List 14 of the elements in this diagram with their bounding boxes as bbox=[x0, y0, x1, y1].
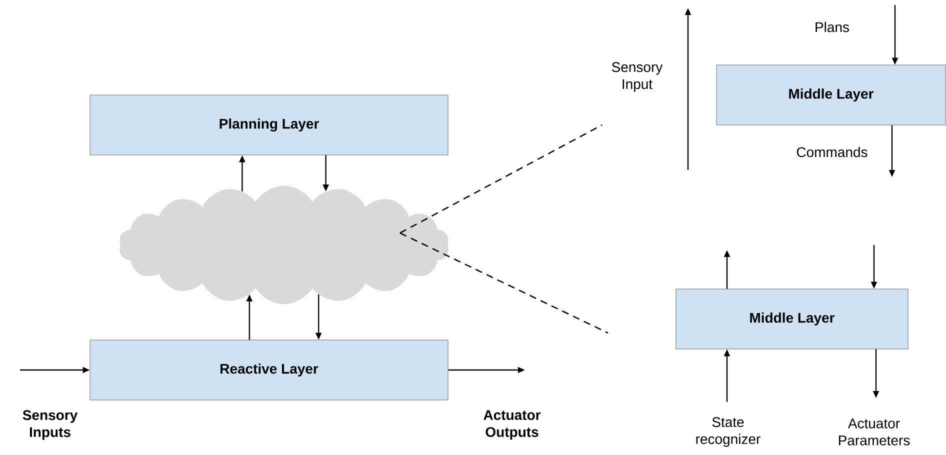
layer-box: Planning Layer bbox=[90, 94, 448, 156]
text-label: Actuator Outputs bbox=[484, 410, 541, 440]
text-label: Actuator Parameters bbox=[838, 418, 910, 446]
text-label: Sensory Inputs bbox=[22, 410, 78, 440]
text-label: State recognizer bbox=[696, 417, 760, 447]
text-label: Commands bbox=[796, 146, 868, 158]
layer-box: Middle Layer bbox=[676, 288, 908, 350]
text-label: Plans bbox=[816, 22, 849, 32]
layer-box: Middle Layer bbox=[716, 64, 946, 126]
layer-box: Reactive Layer bbox=[90, 340, 448, 400]
dashed-line bbox=[400, 124, 602, 234]
dashed-line bbox=[400, 232, 608, 334]
cloud-shape bbox=[120, 186, 448, 304]
text-label: Sensory Input bbox=[612, 62, 663, 92]
